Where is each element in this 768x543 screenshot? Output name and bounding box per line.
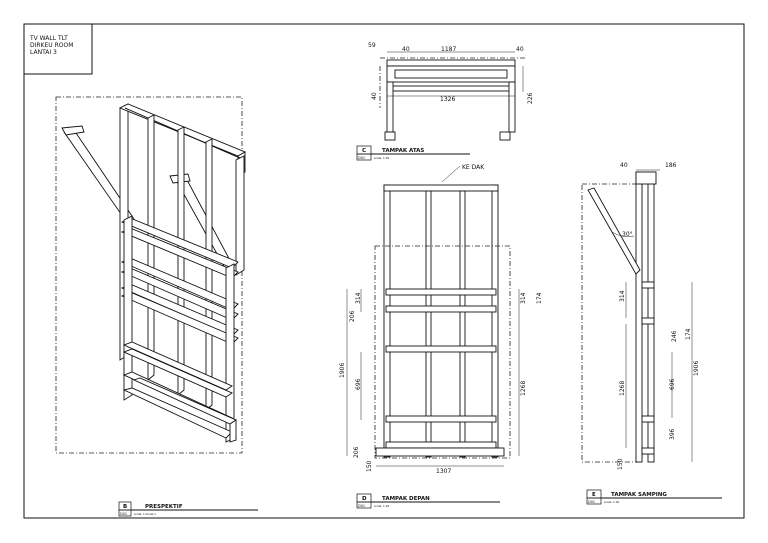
- perspective-view: [55, 96, 247, 454]
- dim-side-246: 246: [671, 330, 678, 342]
- dim-front-174: 174: [536, 292, 543, 304]
- perspective-frame: [55, 96, 243, 454]
- dim-side-314: 314: [619, 290, 626, 302]
- dim-side-396: 396: [669, 428, 676, 440]
- front-sheet: D01: [358, 504, 365, 508]
- top-title: TAMPAK ATAS: [382, 148, 424, 154]
- top-sheet: D01: [358, 156, 365, 160]
- perspective-title: PRESPEKTIF: [145, 504, 183, 510]
- dim-front-1906: 1906: [339, 363, 346, 378]
- dim-side-696: 696: [669, 378, 676, 390]
- perspective-sheet: D01: [120, 512, 127, 516]
- dim-side-40: 40: [620, 162, 628, 169]
- dim-side-186: 186: [665, 162, 677, 169]
- front-title-block: D D01 TAMPAK DEPAN scale: 1:20: [356, 493, 500, 509]
- dim-front-1307: 1307: [436, 468, 451, 475]
- perspective-letter: B: [123, 504, 127, 510]
- title-line-3: LANTAI 3: [30, 49, 57, 56]
- dim-front-1268: 1268: [520, 381, 527, 396]
- dim-front-206b: 206: [353, 446, 360, 458]
- front-scale: scale: 1:20: [374, 504, 390, 508]
- dim-side-1906: 1906: [693, 361, 700, 376]
- dim-top-226: 226: [527, 92, 534, 104]
- top-view: 59 40 1187 40 40 1326 226: [368, 42, 534, 141]
- dim-front-206a: 206: [349, 310, 356, 322]
- side-sheet: D01: [588, 500, 595, 504]
- dim-top-40c: 40: [371, 92, 378, 100]
- dim-top-40a: 40: [402, 46, 410, 53]
- front-title: TAMPAK DEPAN: [382, 496, 430, 502]
- dim-side-1268: 1268: [619, 381, 626, 396]
- dim-top-1326: 1326: [440, 96, 455, 103]
- side-title: TAMPAK SAMPING: [611, 492, 667, 498]
- dim-front-150: 150: [366, 460, 373, 472]
- perspective-title-block: B D01 PRESPEKTIF scale: 1:Scale 1: [118, 501, 258, 517]
- side-scale: scale: 1:20: [604, 500, 620, 504]
- top-title-block: C D01 TAMPAK ATAS scale: 1:20: [356, 145, 470, 161]
- dim-side-150: 150: [617, 458, 624, 470]
- dim-top-40b: 40: [516, 46, 524, 53]
- front-view: KE DAK 314 206 1906 696 206 150 314 174 …: [339, 164, 543, 475]
- top-scale: scale: 1:20: [374, 156, 390, 160]
- title-line-2: DIRKEU ROOM: [30, 42, 73, 49]
- front-letter: D: [362, 496, 367, 502]
- dim-front-314a: 314: [355, 292, 362, 304]
- dim-top-1187: 1187: [441, 46, 456, 53]
- side-letter: E: [592, 492, 596, 498]
- dim-side-174: 174: [685, 328, 692, 340]
- top-letter: C: [362, 148, 366, 154]
- perspective-scale: scale: 1:Scale 1: [134, 512, 156, 516]
- sheet-border: [23, 23, 745, 519]
- ke-dak-label: KE DAK: [462, 164, 485, 171]
- side-view: 30° 40 186 314 1268 150 246 174 696 1906…: [581, 162, 700, 470]
- side-angle: 30°: [622, 231, 633, 238]
- dim-front-314b: 314: [520, 292, 527, 304]
- title-line-1: TV WALL TLT: [29, 35, 68, 42]
- side-title-block: E D01 TAMPAK SAMPING scale: 1:20: [586, 489, 722, 505]
- title-block: TV WALL TLT DIRKEU ROOM LANTAI 3: [23, 23, 93, 75]
- dim-front-696: 696: [355, 378, 362, 390]
- dim-top-59: 59: [368, 42, 376, 49]
